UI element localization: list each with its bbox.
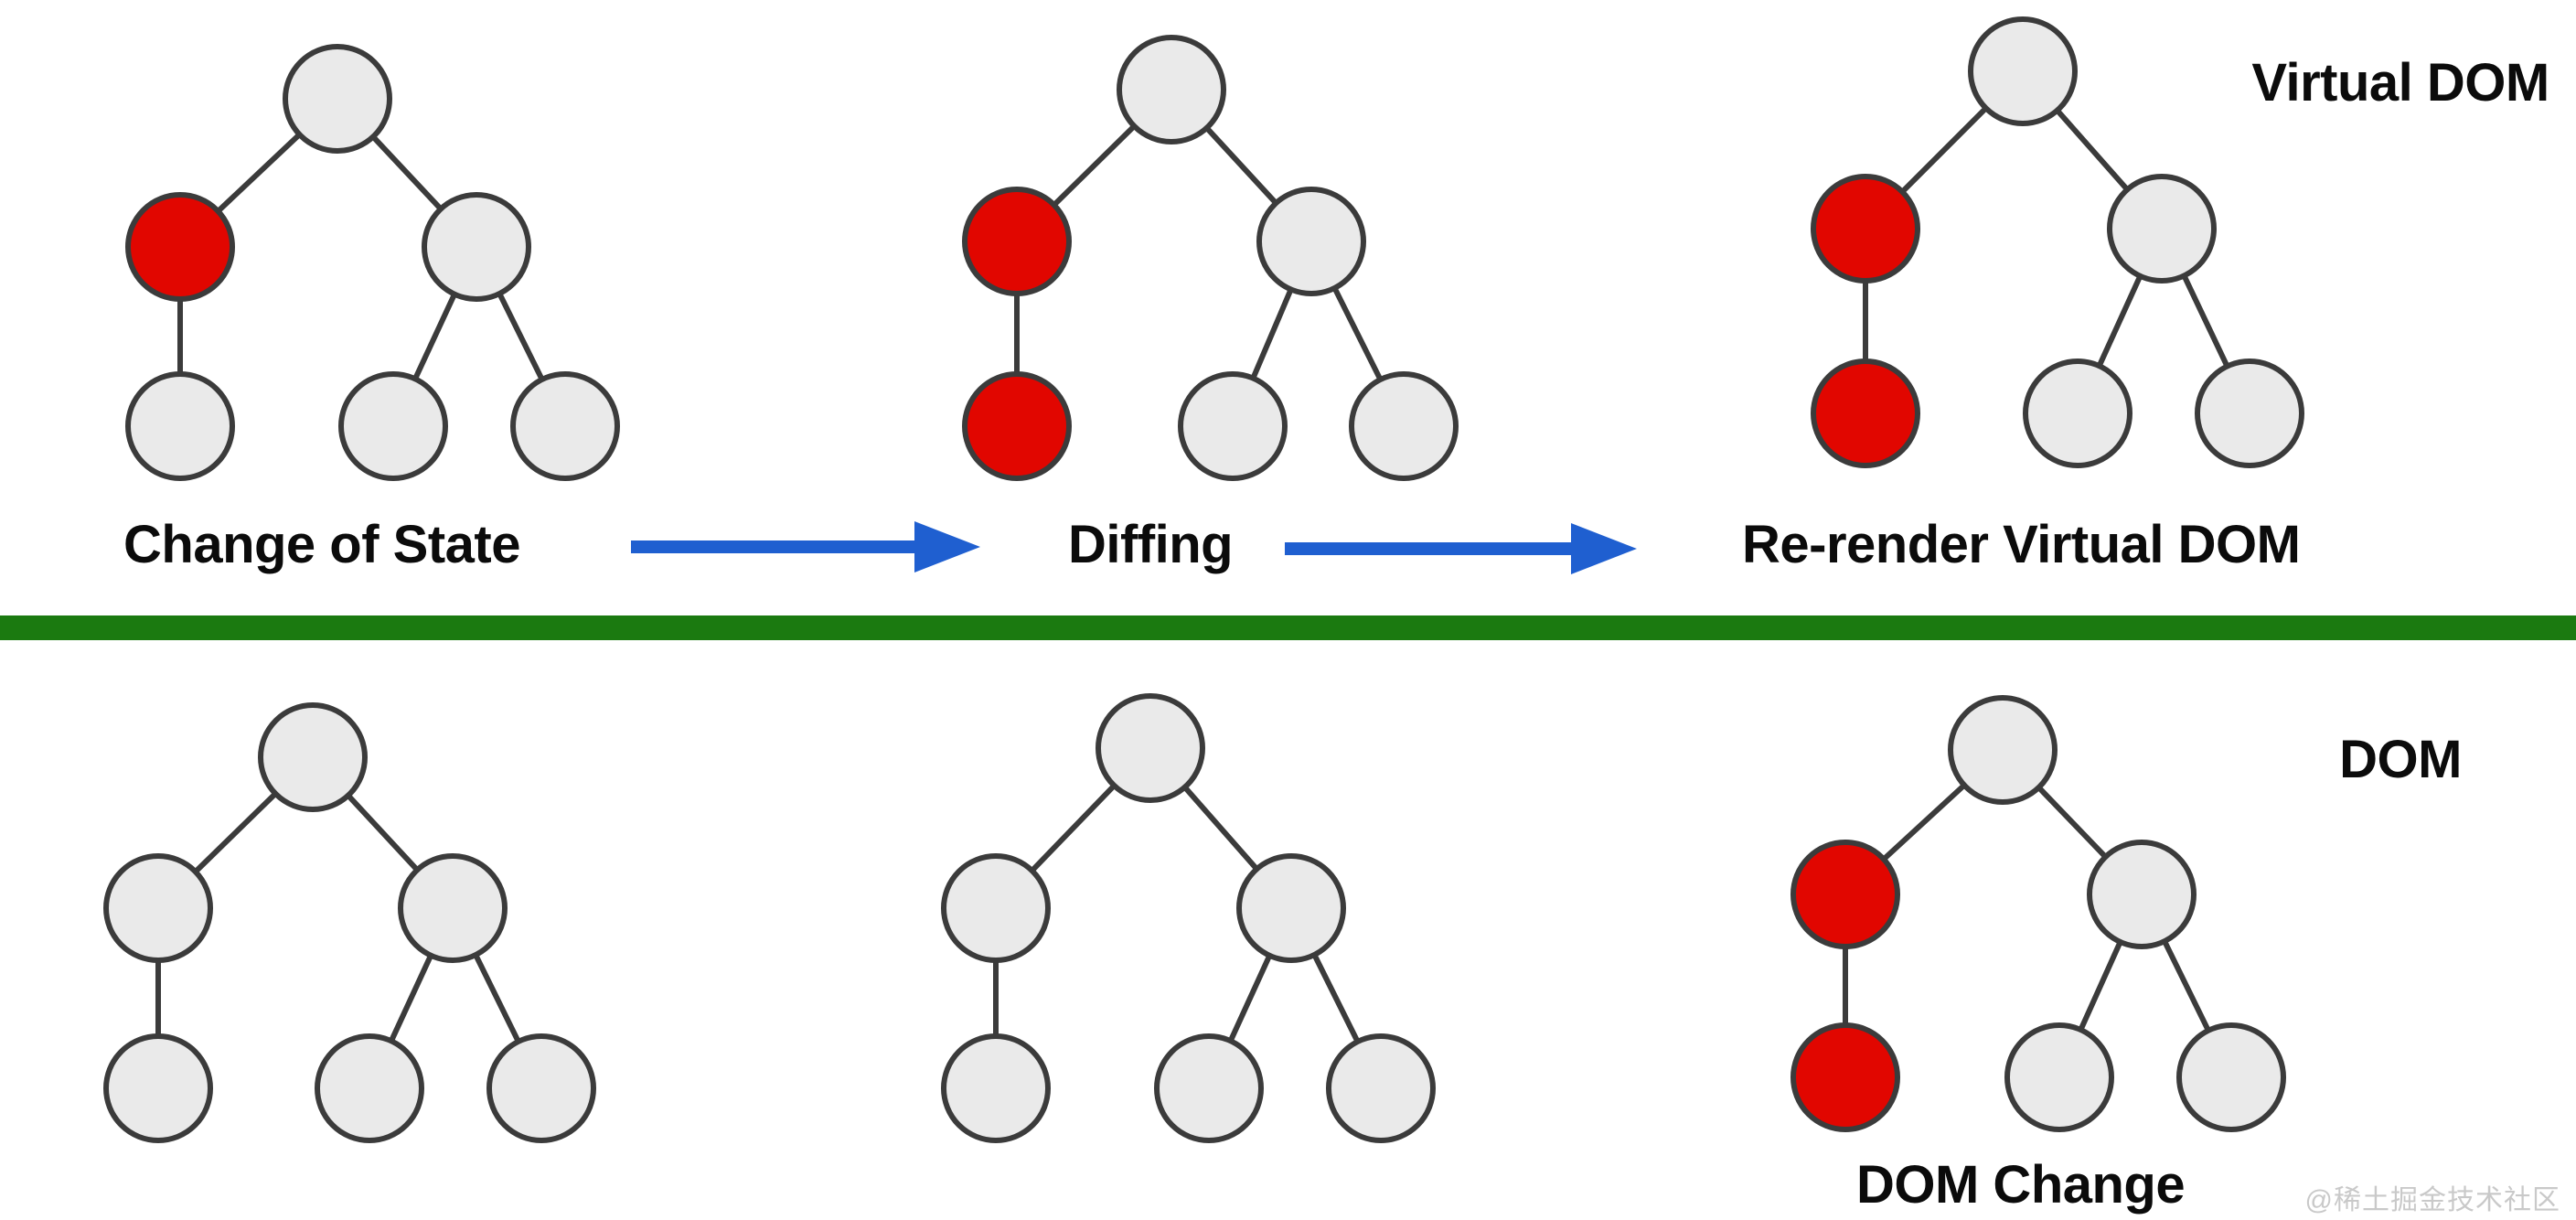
arrow-diffing-to-rerender <box>1285 523 1637 574</box>
tree-edge <box>2077 937 2124 1034</box>
tree-node-highlighted[interactable] <box>125 192 235 302</box>
tree-rerender-virtual-dom-caption: Re-render Virtual DOM <box>1742 515 2300 574</box>
tree-edge <box>1879 781 1969 863</box>
tree-dom-unchanged-edges <box>993 781 1362 1046</box>
tree-node[interactable] <box>315 1033 424 1143</box>
section-divider <box>0 615 2576 640</box>
tree-node[interactable] <box>258 702 368 812</box>
tree-dom-initial-edges <box>155 789 522 1046</box>
tree-node[interactable] <box>1154 1033 1264 1143</box>
tree-node[interactable] <box>1948 695 2058 805</box>
tree-node[interactable] <box>422 192 531 302</box>
tree-edge <box>369 133 445 213</box>
tree-node-highlighted[interactable] <box>1811 174 1920 284</box>
virtual-dom-row-title: Virtual DOM <box>2251 53 2549 112</box>
tree-node[interactable] <box>103 1033 213 1143</box>
tree-dom-change-caption: DOM Change <box>1856 1155 2185 1215</box>
tree-dom-unchanged-nodes <box>941 693 1436 1143</box>
tree-node[interactable] <box>283 44 392 154</box>
tree-node[interactable] <box>486 1033 596 1143</box>
tree-edge <box>1028 781 1118 875</box>
tree-node[interactable] <box>1096 693 1205 803</box>
tree-dom-initial <box>103 702 596 1143</box>
tree-edge <box>2035 783 2110 861</box>
tree-node[interactable] <box>1349 371 1459 481</box>
tree-edge <box>1310 950 1362 1046</box>
tree-edge <box>1331 284 1384 384</box>
tree-edge <box>1226 951 1274 1045</box>
tree-edge <box>344 791 422 874</box>
tree-rerender-virtual-dom-edges <box>1863 103 2231 371</box>
tree-edge <box>2180 271 2231 371</box>
tree-dom-change-edges <box>1843 781 2212 1035</box>
tree-node-highlighted[interactable] <box>962 371 1072 481</box>
tree-node[interactable] <box>1236 853 1346 963</box>
tree-dom-change: DOM Change <box>1790 695 2286 1215</box>
tree-node[interactable] <box>941 853 1051 963</box>
dom-row-title: DOM <box>2339 730 2462 789</box>
tree-node-highlighted[interactable] <box>1790 1022 1900 1132</box>
tree-node[interactable] <box>2195 359 2304 468</box>
tree-edge <box>388 950 434 1046</box>
tree-edge <box>472 950 522 1046</box>
tree-change-of-state-nodes <box>125 44 620 481</box>
tree-node-highlighted[interactable] <box>962 187 1072 296</box>
tree-node-highlighted[interactable] <box>1790 840 1900 949</box>
tree-change-of-state: Change of State <box>123 44 620 574</box>
tree-node[interactable] <box>1256 187 1366 296</box>
dom-row: DOM Change DOM <box>103 693 2462 1215</box>
arrow-diffing-to-rerender-shaft <box>1285 542 1571 555</box>
tree-diffing-nodes <box>962 35 1459 481</box>
tree-edge <box>412 289 458 384</box>
tree-dom-change-nodes <box>1790 695 2286 1132</box>
watermark-label: @稀土掘金技术社区 <box>2305 1185 2560 1215</box>
tree-node[interactable] <box>510 371 620 481</box>
tree-node-highlighted[interactable] <box>1811 359 1920 468</box>
tree-diffing-caption: Diffing <box>1068 515 1233 574</box>
tree-diffing: Diffing <box>962 35 1459 574</box>
arrow-change-to-diffing <box>631 521 980 573</box>
tree-diffing-edges <box>1014 122 1384 384</box>
tree-node[interactable] <box>103 853 213 963</box>
tree-edge <box>1249 284 1295 383</box>
tree-dom-unchanged <box>941 693 1436 1143</box>
tree-node[interactable] <box>941 1033 1051 1143</box>
tree-node[interactable] <box>125 371 235 481</box>
tree-edge <box>2161 936 2212 1035</box>
tree-node[interactable] <box>338 371 448 481</box>
tree-node[interactable] <box>2023 359 2132 468</box>
tree-edge <box>496 289 546 384</box>
tree-node[interactable] <box>1117 35 1226 144</box>
tree-edge <box>2053 106 2132 194</box>
arrow-diffing-to-rerender-head <box>1571 523 1637 574</box>
tree-change-of-state-caption: Change of State <box>123 515 520 574</box>
tree-edge <box>1202 123 1280 208</box>
tree-change-of-state-edges <box>177 130 546 384</box>
tree-node[interactable] <box>1968 16 2078 126</box>
tree-node[interactable] <box>1178 371 1288 481</box>
tree-rerender-virtual-dom-nodes <box>1811 16 2304 468</box>
tree-node[interactable] <box>2107 174 2217 284</box>
tree-edge <box>1050 122 1138 209</box>
tree-node[interactable] <box>1326 1033 1436 1143</box>
tree-node[interactable] <box>398 853 508 963</box>
tree-edge <box>2095 272 2144 370</box>
tree-rerender-virtual-dom: Re-render Virtual DOM <box>1742 16 2304 574</box>
tree-edge <box>191 789 280 876</box>
arrow-change-to-diffing-head <box>914 521 980 573</box>
tree-node[interactable] <box>2087 840 2197 949</box>
tree-edge <box>214 130 304 216</box>
tree-node[interactable] <box>2004 1022 2114 1132</box>
virtual-dom-row: Change of State Diffing Re-render Virtual … <box>123 16 2549 574</box>
arrow-change-to-diffing-shaft <box>631 540 914 553</box>
tree-dom-initial-nodes <box>103 702 596 1143</box>
tree-edge <box>1181 783 1261 873</box>
tree-edge <box>1897 103 1991 197</box>
tree-node[interactable] <box>2176 1022 2286 1132</box>
